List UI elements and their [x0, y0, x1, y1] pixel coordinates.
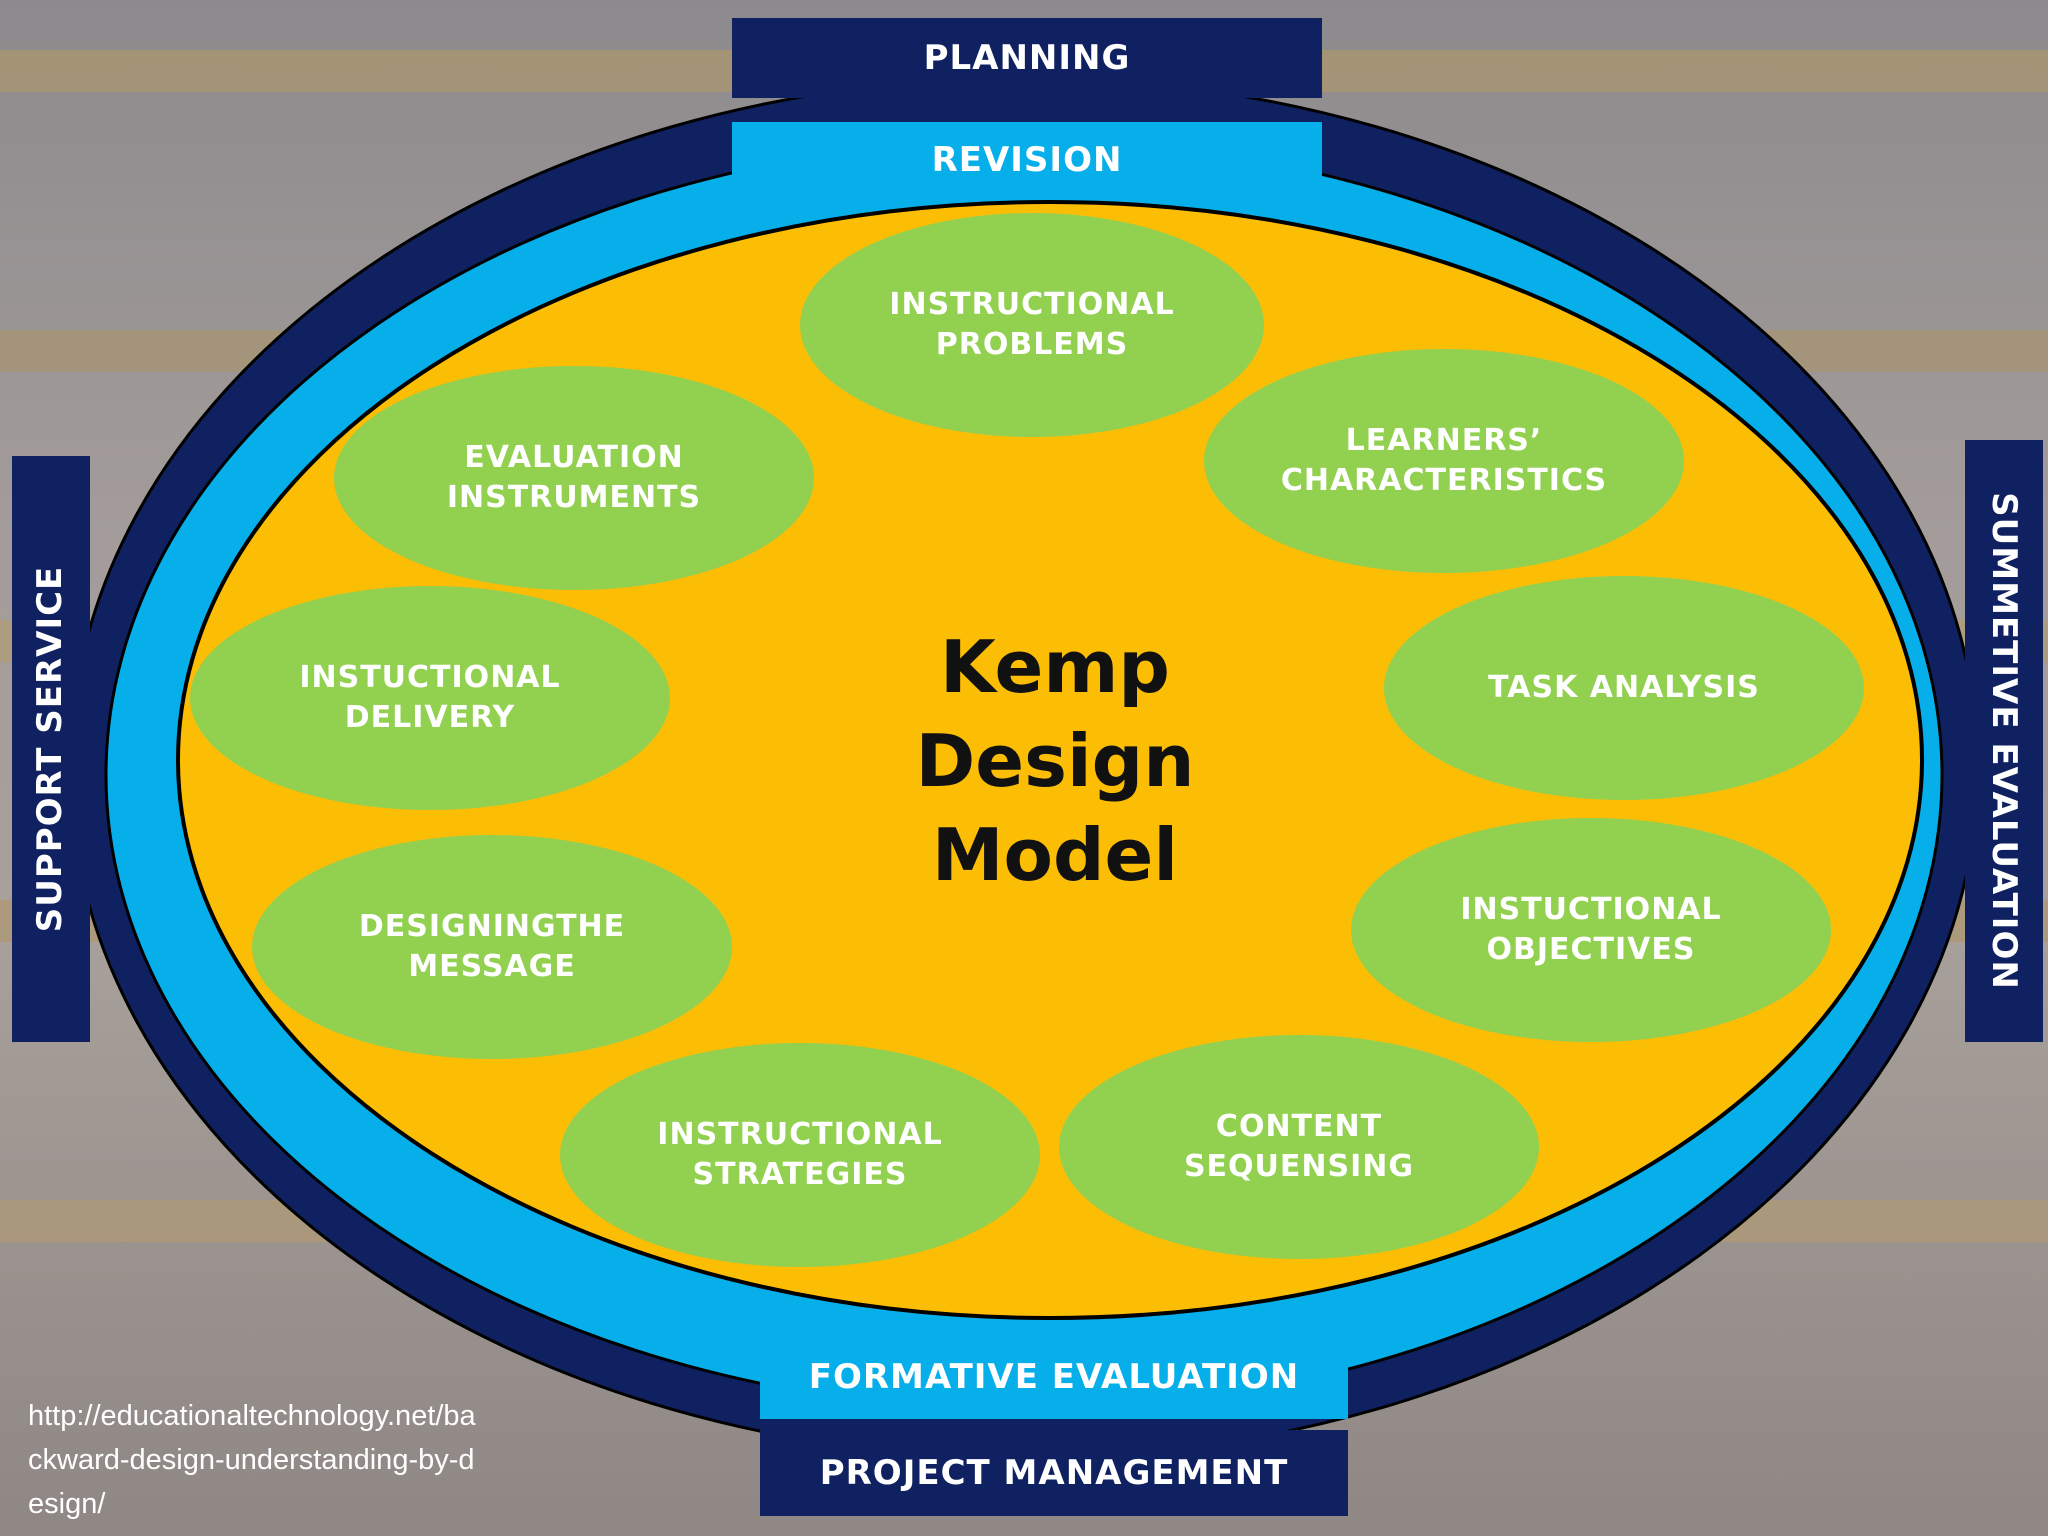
node-label: INSTUCTIONAL DELIVERY — [235, 648, 625, 748]
node-line: LEARNERS’ — [1345, 423, 1543, 458]
node-line: PROBLEMS — [935, 327, 1129, 362]
node-label: LEARNERS’ CHARACTERISTICS — [1249, 411, 1639, 511]
revision-label: REVISION — [931, 140, 1123, 180]
support-service-box — [12, 456, 90, 1042]
node-learners-characteristics — [1204, 349, 1684, 573]
summative-evaluation-box — [1965, 440, 2043, 1042]
node-line: INSTRUCTIONAL — [657, 1117, 943, 1152]
title-line: Kemp — [940, 625, 1170, 709]
node-line: INSTRUMENTS — [446, 480, 702, 515]
node-label: EVALUATION INSTRUMENTS — [379, 428, 769, 528]
title-line: Model — [931, 813, 1179, 897]
formative-evaluation-label: FORMATIVE EVALUATION — [808, 1357, 1300, 1397]
summative-evaluation-label: SUMMETIVE EVALUATION — [1984, 492, 2024, 990]
planning-label: PLANNING — [923, 38, 1131, 78]
node-instructional-delivery — [190, 586, 670, 810]
node-line: TASK ANALYSIS — [1488, 670, 1760, 705]
node-line: OBJECTIVES — [1486, 932, 1696, 967]
planning-box — [732, 18, 1322, 98]
source-url: http://educationaltechnology.net/backwar… — [28, 1400, 476, 1520]
node-content-sequensing — [1059, 1035, 1539, 1259]
formative-evaluation-box — [760, 1335, 1348, 1419]
title-line: Design — [915, 719, 1195, 803]
node-line: EVALUATION — [464, 440, 684, 475]
project-management-box — [760, 1430, 1348, 1516]
revision-box — [732, 122, 1322, 198]
node-label: INSTRUCTIONAL PROBLEMS — [852, 275, 1212, 375]
node-line: CONTENT — [1215, 1109, 1383, 1144]
node-line: INSTUCTIONAL — [1460, 892, 1722, 927]
node-line: SEQUENSING — [1183, 1149, 1415, 1184]
node-label: TASK ANALYSIS — [1429, 638, 1819, 738]
node-line: INSTUCTIONAL — [299, 660, 561, 695]
node-line: CHARACTERISTICS — [1280, 463, 1608, 498]
node-instructional-strategies — [560, 1043, 1040, 1267]
node-label: INSTUCTIONAL OBJECTIVES — [1396, 880, 1786, 980]
node-line: STRATEGIES — [692, 1157, 908, 1192]
node-line: DESIGNINGTHE — [358, 909, 626, 944]
node-line: MESSAGE — [408, 949, 576, 984]
node-line: DELIVERY — [344, 700, 516, 735]
node-line: INSTRUCTIONAL — [889, 287, 1175, 322]
project-management-label: PROJECT MANAGEMENT — [819, 1453, 1289, 1493]
node-instructional-problems — [800, 213, 1264, 437]
node-label: DESIGNINGTHE MESSAGE — [297, 897, 687, 997]
node-evaluation-instruments — [334, 366, 814, 590]
node-task-analysis — [1384, 576, 1864, 800]
node-instructional-objectives — [1351, 818, 1831, 1042]
support-service-label: SUPPORT SERVICE — [30, 565, 70, 933]
node-label: INSTRUCTIONAL STRATEGIES — [605, 1105, 995, 1205]
node-label: CONTENT SEQUENSING — [1104, 1097, 1494, 1197]
diagram-title: Kemp Design Model — [855, 620, 1255, 902]
node-designing-the-message — [252, 835, 732, 1059]
